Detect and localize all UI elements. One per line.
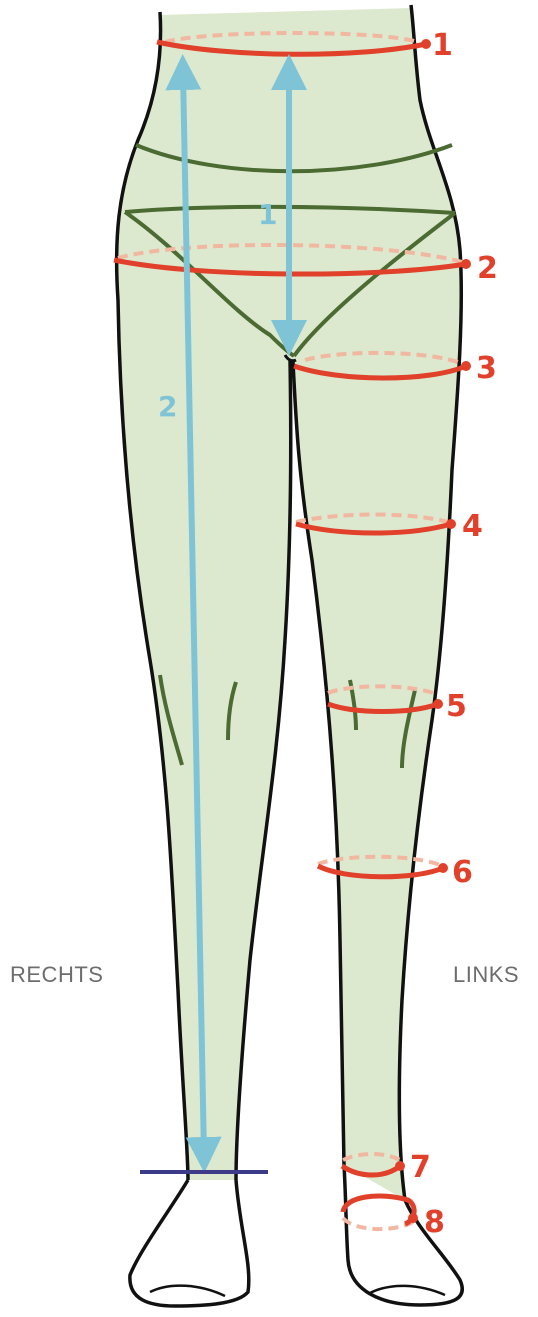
marker-4: 4: [462, 509, 483, 544]
marker-3: 3: [476, 351, 497, 386]
length-marker-1: 1: [258, 198, 277, 231]
marker-7: 7: [410, 1150, 431, 1185]
label-left-side: LINKS: [453, 962, 519, 988]
length-marker-2: 2: [158, 390, 177, 423]
marker-2: 2: [477, 251, 498, 286]
marker-8: 8: [424, 1205, 445, 1240]
label-right-side: RECHTS: [10, 962, 103, 988]
marker-1: 1: [432, 28, 453, 63]
marker-5: 5: [446, 689, 467, 724]
marker-6: 6: [452, 855, 473, 890]
